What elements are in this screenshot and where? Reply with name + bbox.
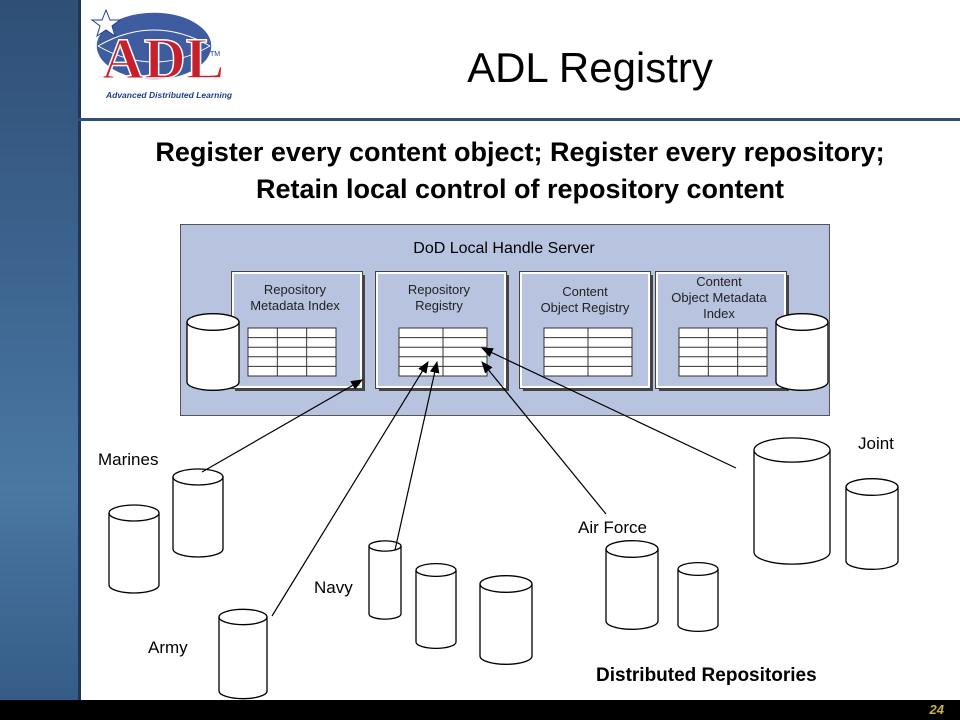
database-cylinder-icon xyxy=(753,437,831,565)
distributed-repositories-caption: Distributed Repositories xyxy=(596,665,817,686)
registry-label-content-object-registry: Content Object Registry xyxy=(520,284,650,316)
cylinder-top xyxy=(172,468,224,486)
registration-arrow xyxy=(201,379,364,473)
registration-arrow xyxy=(480,347,737,469)
registry-label-line: Object Registry xyxy=(540,300,630,315)
registry-label-content-metadata-index: Content Object Metadata Index xyxy=(654,274,784,322)
label-marines: Marines xyxy=(98,450,159,469)
label-army: Army xyxy=(148,638,188,657)
registry-label-repository-registry: Repository Registry xyxy=(374,282,504,314)
registration-arrow xyxy=(271,360,429,617)
page-number: 24 xyxy=(929,702,944,717)
label-navy: Navy xyxy=(314,578,353,597)
cylinder-body xyxy=(677,569,719,633)
database-cylinder-icon xyxy=(415,562,457,650)
logo-caption: Advanced Distributed Learning xyxy=(105,90,233,100)
database-cylinder-icon xyxy=(186,313,240,391)
registry-label-line: Content xyxy=(562,284,608,299)
registry-label-metadata-index: Repository Metadata Index xyxy=(230,282,360,314)
database-cylinder-icon xyxy=(605,540,659,630)
registry-label-line: Content xyxy=(696,274,742,289)
cylinder-top xyxy=(218,608,268,626)
mini-table xyxy=(543,327,633,377)
registry-label-line: Repository xyxy=(263,282,327,297)
database-cylinder-icon xyxy=(218,608,268,700)
cylinder-top xyxy=(677,561,719,577)
cylinder-top xyxy=(479,575,533,593)
logo-globe-outline xyxy=(95,11,213,81)
sidebar-edge xyxy=(78,0,81,700)
cylinder-body xyxy=(368,546,402,620)
mini-table xyxy=(398,327,488,377)
cylinder-body xyxy=(218,617,268,700)
footer-bar xyxy=(0,700,960,720)
cylinder-top xyxy=(845,478,899,496)
cylinder-body xyxy=(605,549,659,630)
sidebar-decoration xyxy=(0,0,78,700)
cylinder-body xyxy=(775,322,829,391)
cylinder-body xyxy=(753,450,831,565)
registry-label-line: Repository xyxy=(407,282,471,297)
cylinder-top xyxy=(605,540,659,558)
mini-table xyxy=(247,327,337,377)
cylinder-top xyxy=(753,437,831,463)
star-icon xyxy=(90,8,122,38)
cylinder-top xyxy=(108,504,160,522)
cylinder-body xyxy=(186,322,240,391)
subtitle-line-2: Retain local control of repository conte… xyxy=(255,174,785,204)
cylinder-body xyxy=(172,477,224,558)
subtitle-line-1: Register every content object; Register … xyxy=(155,137,885,167)
logo-globe-line xyxy=(97,45,211,63)
cylinder-body xyxy=(479,584,533,665)
cylinder-body xyxy=(845,487,899,570)
registry-label-line: Registry xyxy=(415,298,463,313)
mini-table xyxy=(678,327,768,377)
cylinder-top xyxy=(775,313,829,331)
registration-arrow xyxy=(394,360,440,551)
database-cylinder-icon xyxy=(775,313,829,391)
cylinder-body xyxy=(108,513,160,594)
registration-arrow xyxy=(481,361,607,515)
database-cylinder-icon xyxy=(368,540,402,620)
adl-logo: ADL TM Advanced Distributed Learning xyxy=(90,8,233,100)
label-air-force: Air Force xyxy=(578,518,647,537)
database-cylinder-icon xyxy=(479,575,533,665)
registry-label-line: Metadata Index xyxy=(250,298,340,313)
mini-table-frame xyxy=(247,327,337,377)
label-joint: Joint xyxy=(858,434,894,453)
logo-globe xyxy=(96,12,212,80)
database-cylinder-icon xyxy=(677,561,719,633)
cylinder-body xyxy=(415,570,457,650)
cylinder-top xyxy=(186,313,240,331)
logo-globe-line xyxy=(97,29,211,47)
database-cylinder-icon xyxy=(845,478,899,570)
mini-table-frame xyxy=(678,327,768,377)
header-rule xyxy=(78,118,960,121)
registry-label-line: Index xyxy=(703,306,735,321)
cylinder-top xyxy=(368,540,402,552)
page-title: ADL Registry xyxy=(467,44,713,91)
cylinder-top xyxy=(415,562,457,578)
database-cylinder-icon xyxy=(108,504,160,594)
logo-trademark: TM xyxy=(210,51,220,58)
database-cylinder-icon xyxy=(172,468,224,558)
logo-letters: ADL xyxy=(102,26,224,91)
registry-label-line: Object Metadata xyxy=(671,290,767,305)
handle-server-label: DoD Local Handle Server xyxy=(413,240,595,257)
